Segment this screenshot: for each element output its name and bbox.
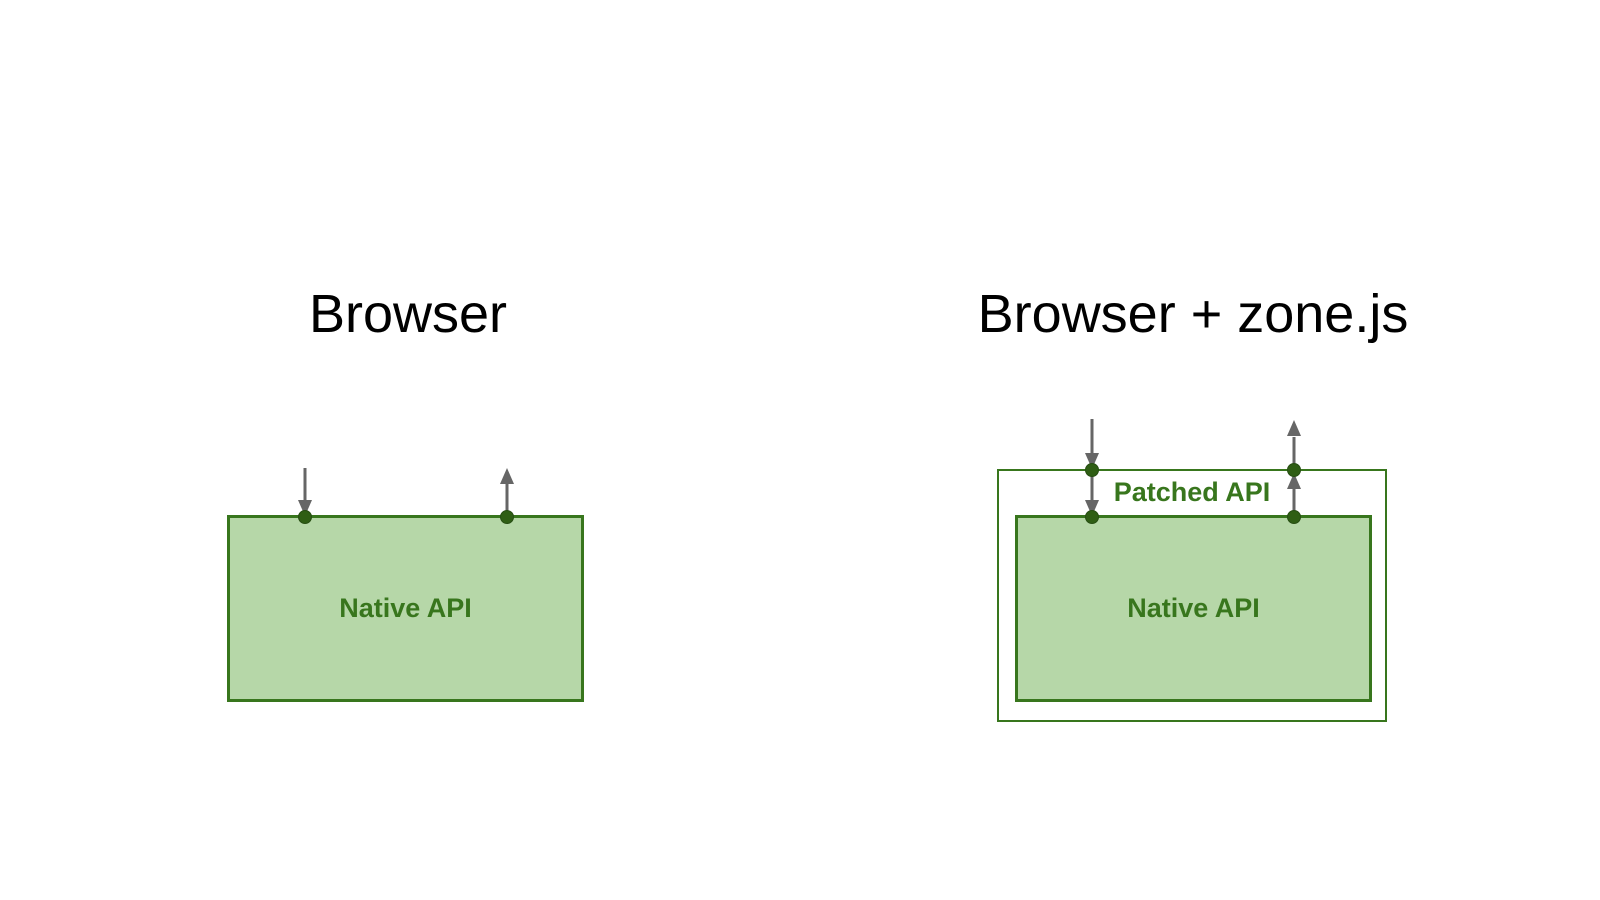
left-panel-title: Browser <box>308 284 508 344</box>
right-native-api-label: Native API <box>1127 593 1260 623</box>
left-native-api-label: Native API <box>339 593 472 623</box>
right-down-arrow-outer-segment <box>1085 419 1099 469</box>
right-up-outer-arrowhead-icon <box>1287 420 1301 436</box>
left-up-arrowhead-icon <box>500 468 514 484</box>
left-up-arrow <box>500 468 514 517</box>
left-native-api-box: Native API <box>227 515 584 702</box>
right-patched-api-label: Patched API <box>1113 477 1271 507</box>
right-native-api-box: Native API <box>1015 515 1372 702</box>
right-panel-title: Browser + zone.js <box>977 284 1409 344</box>
right-down-outer-arrowhead-icon <box>1085 453 1099 469</box>
right-up-arrow-outer-segment <box>1287 420 1301 470</box>
left-down-arrow <box>298 468 312 516</box>
left-down-arrowhead-icon <box>298 500 312 516</box>
